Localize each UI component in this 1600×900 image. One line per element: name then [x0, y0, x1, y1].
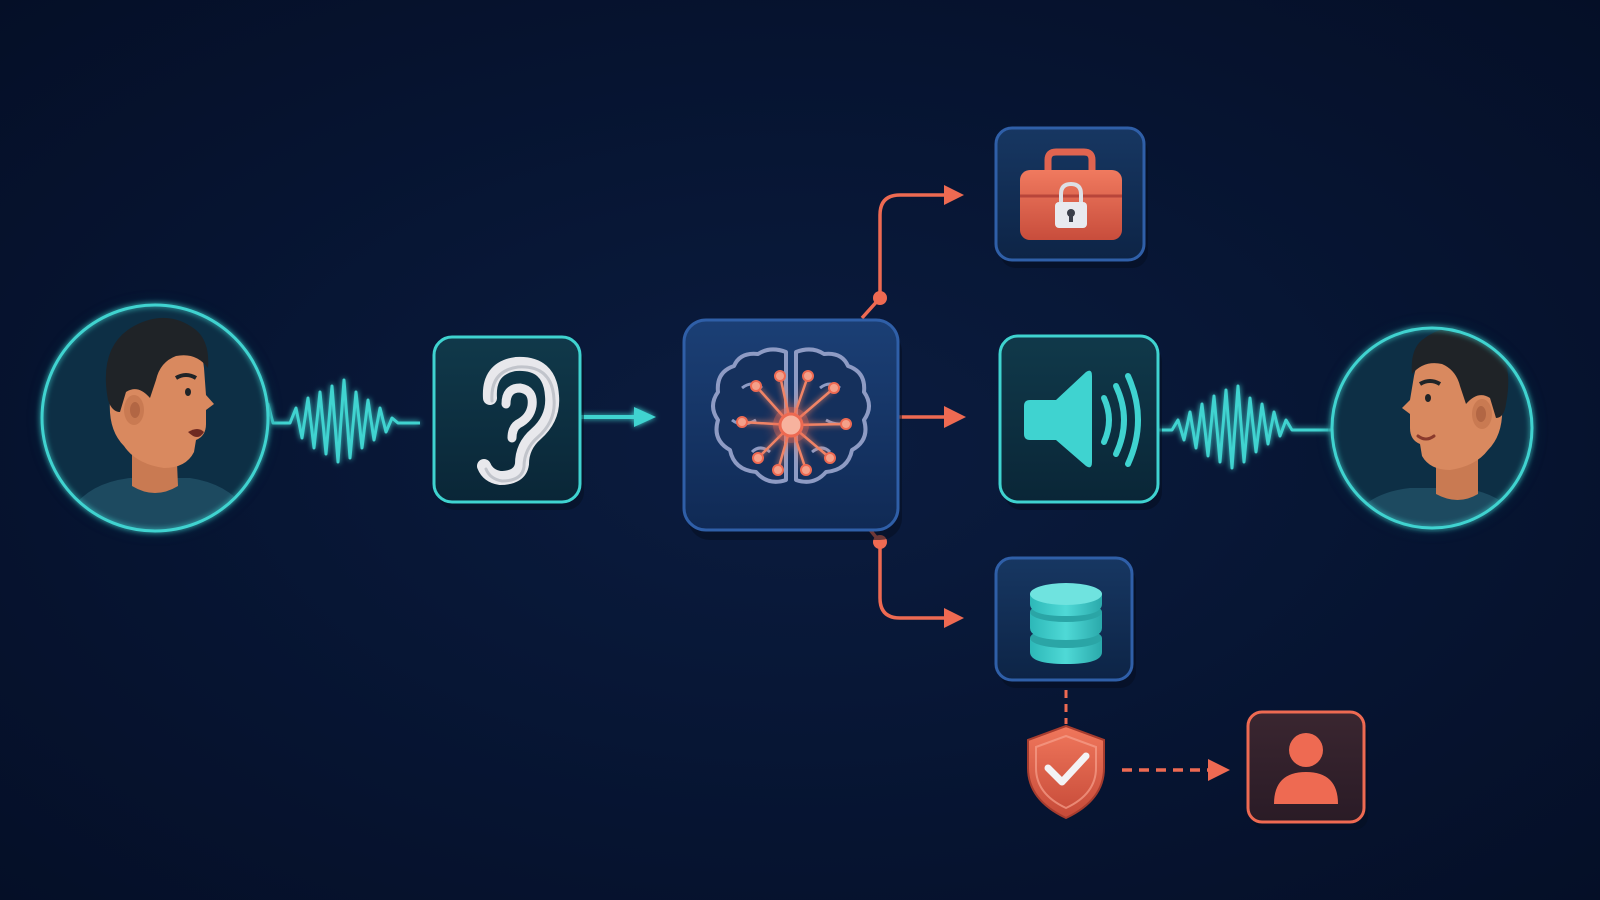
- locked-briefcase-icon: [1020, 148, 1122, 240]
- brain-network-icon: [711, 347, 871, 484]
- listen-to-core-arrow: [578, 407, 656, 427]
- output-sound-wave: [1143, 384, 1358, 470]
- database-icon: [1030, 583, 1102, 664]
- speaker-person-node: [39, 302, 271, 534]
- protection-node: [1027, 724, 1105, 820]
- person-listening-icon: [1340, 328, 1530, 528]
- user-icon: [1274, 733, 1338, 804]
- listener-person-node: [1328, 324, 1536, 532]
- speaker-volume-icon: [1024, 370, 1141, 468]
- human-agent-node: [1246, 710, 1368, 830]
- listen-node: [432, 335, 584, 510]
- core-to-tools-connector: [860, 185, 964, 320]
- speech-output-node: [998, 334, 1162, 510]
- data-store-node: [994, 556, 1136, 688]
- ai-core-node: [682, 318, 902, 540]
- secure-tools-node: [994, 126, 1148, 268]
- shield-to-user-dashed-arrow: [1122, 759, 1230, 781]
- shield-check-icon: [1027, 724, 1105, 820]
- ear-icon: [477, 356, 560, 486]
